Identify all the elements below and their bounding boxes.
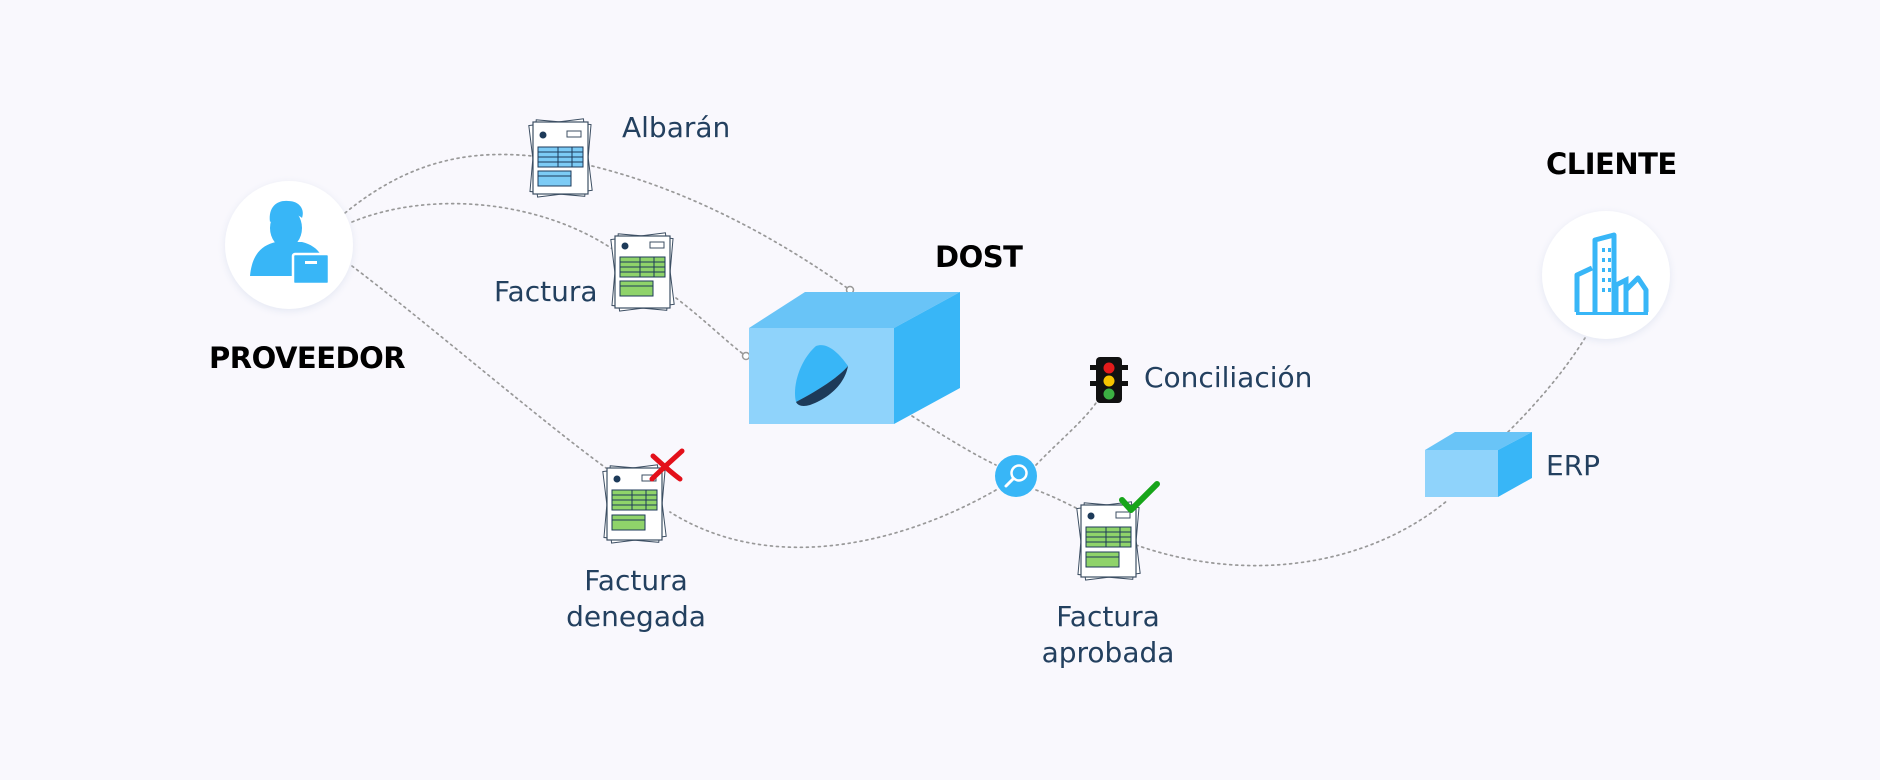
- invoice-icon: [610, 232, 675, 312]
- conciliacion-label: Conciliación: [1144, 361, 1313, 394]
- connector-review-aprobada: [1035, 489, 1081, 511]
- albaran-label: Albarán: [622, 111, 731, 144]
- connector-aprobada-erp: [1135, 499, 1449, 567]
- connector-review-denegada: [669, 489, 997, 549]
- document-icon: [528, 118, 593, 198]
- erp-label: ERP: [1546, 449, 1601, 482]
- cliente-title: CLIENTE: [1546, 147, 1677, 181]
- green-check-icon: [1119, 481, 1160, 513]
- connector-proveedor-albaran: [344, 153, 533, 214]
- erp-box-icon: [1425, 432, 1532, 497]
- connector-albaran-dost: [591, 165, 851, 291]
- factura-aprobada-line2: aprobada: [1041, 636, 1175, 669]
- factura-denegada-label: Factura denegada: [566, 563, 706, 635]
- connectors: [344, 153, 1586, 567]
- connector-review-conciliacion: [1035, 399, 1099, 466]
- factura-aprobada-label: Factura aprobada: [1042, 599, 1175, 671]
- connector-dost-review: [911, 415, 997, 466]
- proveedor-title: PROVEEDOR: [209, 341, 406, 375]
- invoice-icon: [1076, 501, 1141, 581]
- connector-endpoint: [741, 351, 751, 361]
- dost-logo-box-icon: [749, 292, 960, 424]
- connector-erp-cliente: [1507, 337, 1586, 433]
- connector-factura-dost: [675, 297, 747, 357]
- supplier-person-icon: [225, 181, 353, 309]
- factura-aprobada-line1: Factura: [1056, 600, 1160, 633]
- invoice-icon: [602, 464, 667, 544]
- factura-label: Factura: [494, 275, 598, 308]
- factura-denegada-line1: Factura: [584, 564, 688, 597]
- factura-denegada-line2: denegada: [566, 600, 706, 633]
- magnifier-icon: [995, 455, 1037, 497]
- dost-title: DOST: [935, 240, 1023, 274]
- red-cross-icon: [649, 448, 685, 482]
- traffic-light-icon: [1090, 357, 1128, 403]
- building-icon: [1542, 211, 1670, 339]
- connector-proveedor-denegada: [351, 265, 607, 469]
- connector-proveedor-factura: [351, 202, 615, 251]
